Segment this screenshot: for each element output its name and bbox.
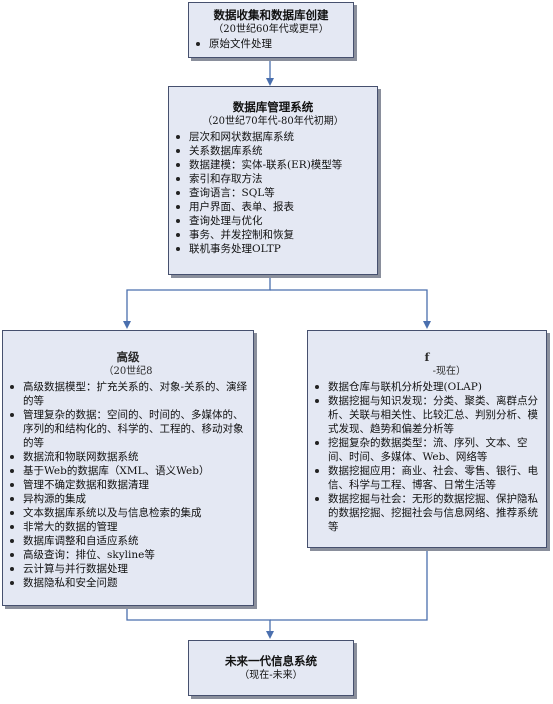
- box1-list: 原始文件处理: [189, 37, 353, 51]
- box3-subtitle: （20世纪8: [103, 366, 153, 377]
- box1-title: 数据收集和数据库创建: [213, 8, 329, 22]
- list-item: 索引和存取方法: [169, 172, 377, 186]
- list-item: 数据挖掘与社会：无形的数据挖掘、保护隐私的数据挖掘、挖掘社会与信息网络、推荐系统…: [308, 492, 546, 534]
- list-item: 数据隐私和安全问题: [3, 576, 253, 590]
- box2-title: 数据库管理系统: [232, 100, 314, 114]
- box2-list: 层次和网状数据库系统 关系数据库系统 数据建模：实体-联系(ER)模型等 索引和…: [169, 130, 377, 256]
- list-item: 异构源的集成: [3, 492, 253, 506]
- list-item: 高级数据模型：扩充关系的、对象-关系的、演绎的等: [3, 380, 253, 408]
- arrow-box2-to-box4: [270, 289, 431, 329]
- box2-subtitle: （20世纪70年代-80年代初期）: [202, 116, 344, 127]
- list-item: 挖掘复杂的数据类型：流、序列、文本、空间、时间、多媒体、Web、网络等: [308, 436, 546, 464]
- list-item: 云计算与并行数据处理: [3, 562, 253, 576]
- list-item: 查询处理与优化: [169, 214, 377, 228]
- box1-subtitle: （20世纪60年代或更早）: [213, 24, 329, 35]
- box-data-collection: 数据收集和数据库创建 （20世纪60年代或更早） 原始文件处理: [188, 2, 354, 58]
- list-item: 高级查询：排位、skyline等: [3, 548, 253, 562]
- list-item: 数据流和物联网数据系统: [3, 450, 253, 464]
- list-item: 联机事务处理OLTP: [169, 242, 377, 256]
- list-item: 管理不确定数据和数据清理: [3, 478, 253, 492]
- box3-title: 高级: [116, 350, 140, 364]
- box-advanced-db: 高级 （20世纪8 高级数据模型：扩充关系的、对象-关系的、演绎的等 管理复杂的…: [2, 330, 254, 606]
- box4-subtitle: -现在）: [432, 366, 466, 377]
- list-item: 数据仓库与联机分析处理(OLAP): [308, 380, 546, 394]
- list-item: 文本数据库系统以及与信息检索的集成: [3, 506, 253, 520]
- arrow-box2-to-box3: [123, 275, 271, 329]
- list-item: 非常大的数据的管理: [3, 520, 253, 534]
- box-data-mining: f -现在） 数据仓库与联机分析处理(OLAP) 数据挖掘与知识发现：分类、聚类…: [307, 330, 547, 548]
- box-dbms: 数据库管理系统 （20世纪70年代-80年代初期） 层次和网状数据库系统 关系数…: [168, 86, 378, 275]
- list-item: 层次和网状数据库系统: [169, 130, 377, 144]
- list-item: 查询语言：SQL等: [169, 186, 377, 200]
- list-item: 用户界面、表单、报表: [169, 200, 377, 214]
- arrow-box4-to-box5: [270, 548, 428, 621]
- box5-subtitle: （现在-未来）: [239, 670, 303, 681]
- list-item: 关系数据库系统: [169, 144, 377, 158]
- list-item: 基于Web的数据库（XML、语义Web）: [3, 464, 253, 478]
- list-item: 管理复杂的数据：空间的、时间的、多媒体的、序列的和结构化的、科学的、工程的、移动…: [3, 408, 253, 450]
- box-future-systems: 未来一代信息系统 （现在-未来）: [188, 640, 354, 696]
- list-item: 原始文件处理: [189, 37, 353, 51]
- box5-title: 未来一代信息系统: [225, 654, 317, 668]
- arrow-box3-to-box5: [126, 606, 274, 639]
- box4-list: 数据仓库与联机分析处理(OLAP) 数据挖掘与知识发现：分类、聚类、离群点分析、…: [308, 380, 546, 534]
- list-item: 数据库调整和自适应系统: [3, 534, 253, 548]
- box3-list: 高级数据模型：扩充关系的、对象-关系的、演绎的等 管理复杂的数据：空间的、时间的…: [3, 380, 253, 590]
- list-item: 数据建模：实体-联系(ER)模型等: [169, 158, 377, 172]
- box4-title: f: [424, 350, 430, 364]
- list-item: 数据挖掘与知识发现：分类、聚类、离群点分析、关联与相关性、比较汇总、判别分析、模…: [308, 394, 546, 436]
- list-item: 事务、并发控制和恢复: [169, 228, 377, 242]
- list-item: 数据挖掘应用：商业、社会、零售、银行、电信、科学与工程、博客、日常生活等: [308, 464, 546, 492]
